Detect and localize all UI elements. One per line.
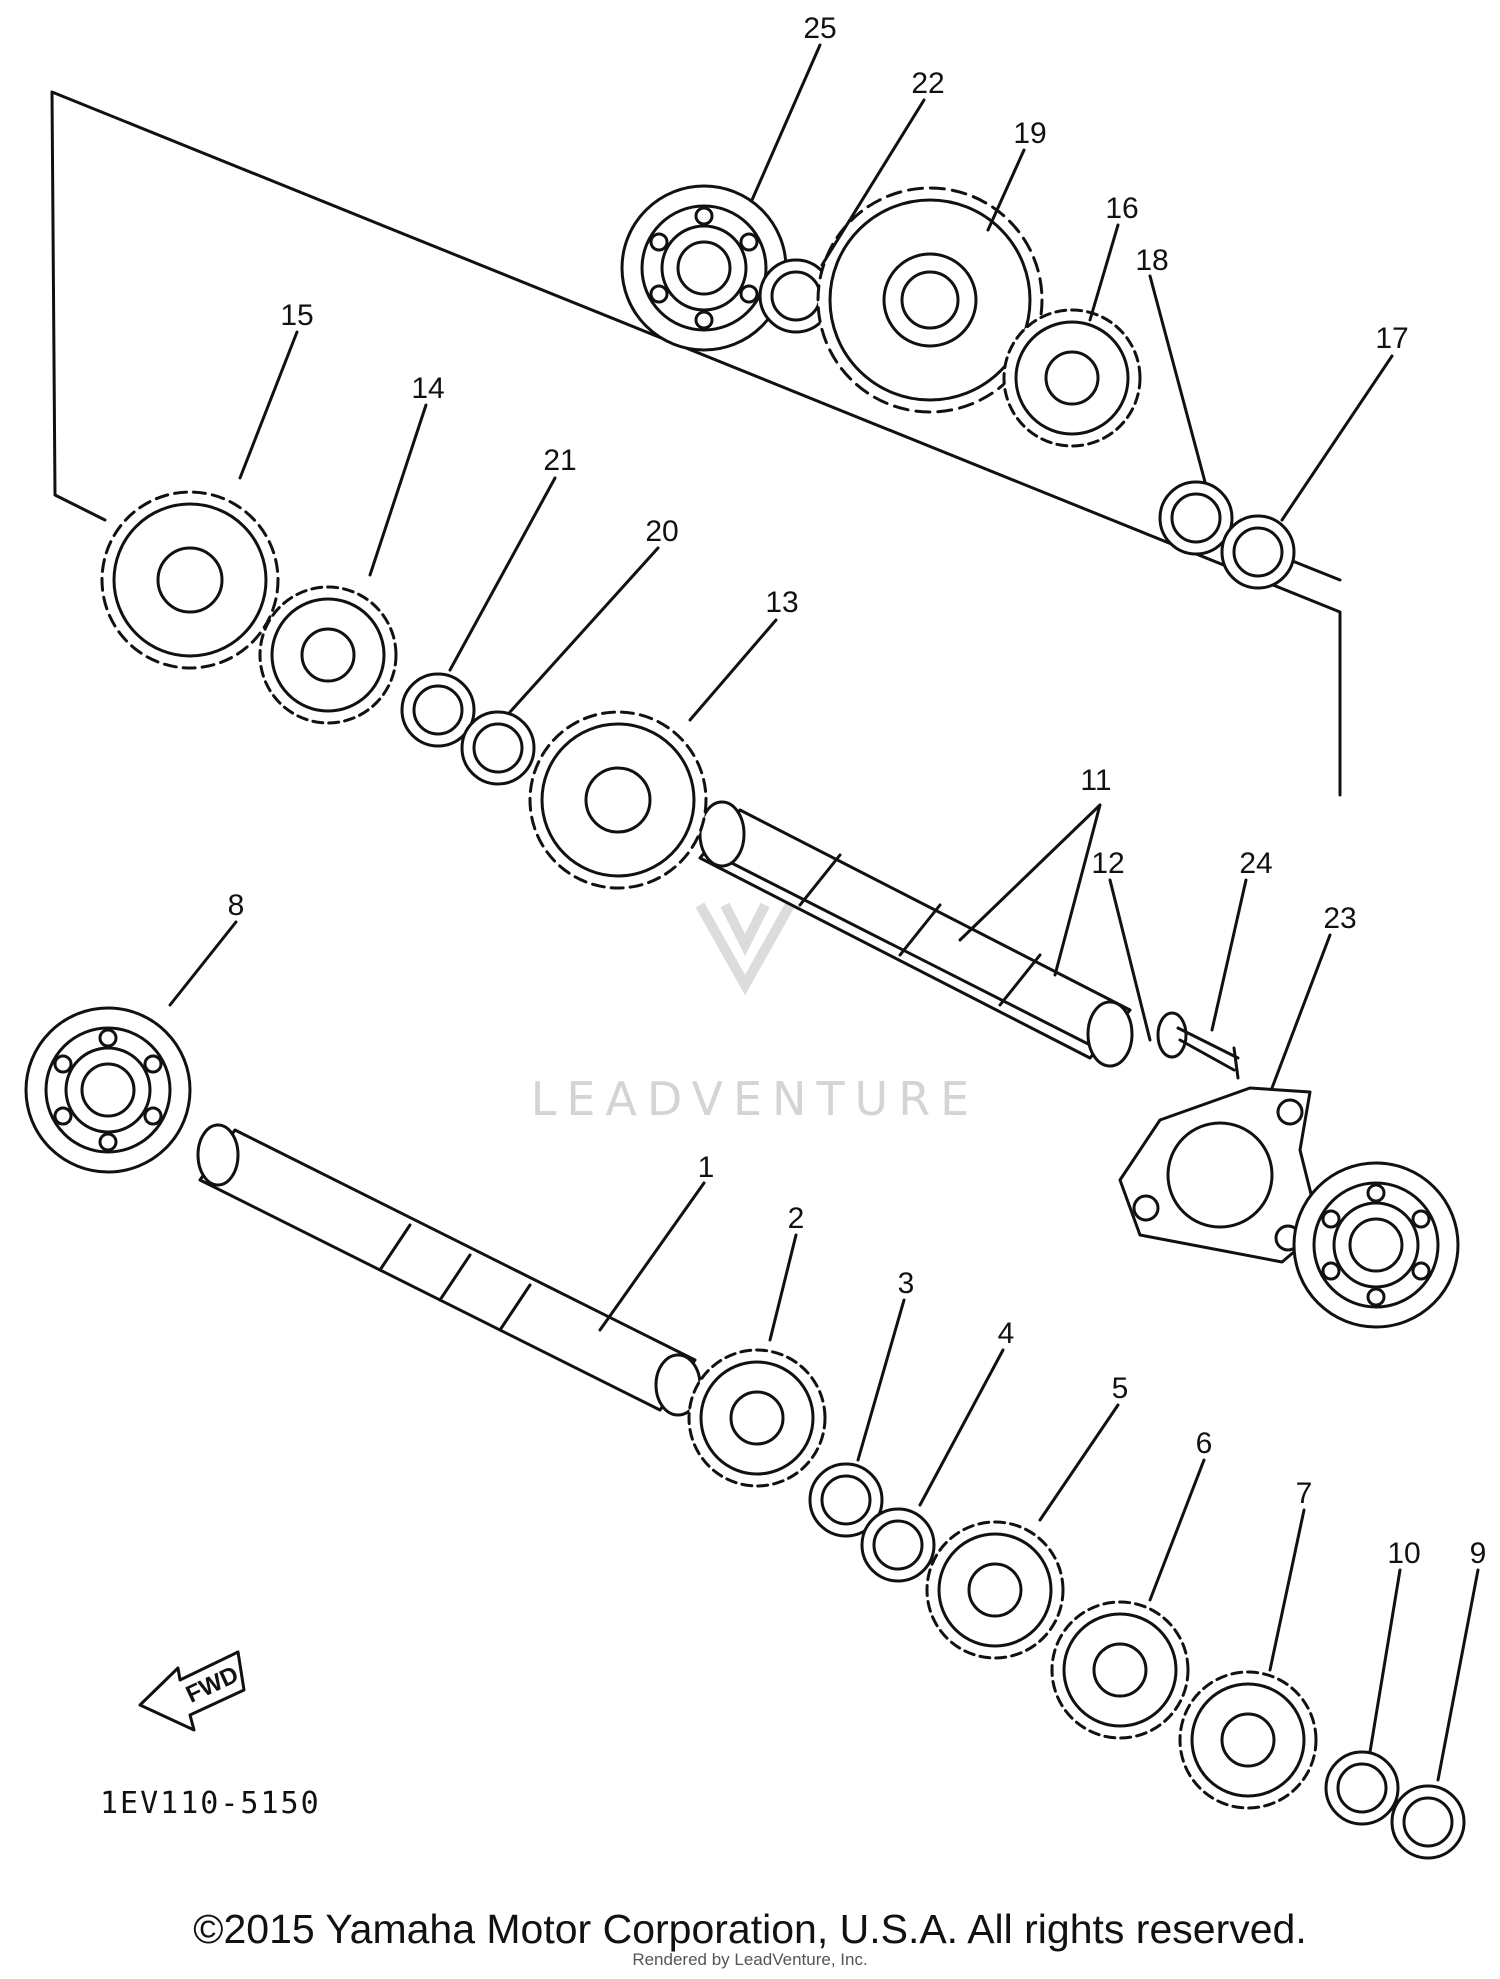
part-14-gear	[258, 585, 398, 725]
part-24-screw	[1156, 1011, 1240, 1080]
part-17-washer	[1220, 514, 1296, 590]
part-7-gear	[1178, 1670, 1318, 1810]
callout-label: 23	[1323, 902, 1356, 935]
callout-label: 6	[1196, 1427, 1213, 1460]
callout-label: 15	[280, 299, 313, 332]
rendered-by-note: Rendered by LeadVenture, Inc.	[632, 1950, 868, 1969]
part-9-oil-seal	[1390, 1784, 1466, 1860]
callout-label: 8	[228, 889, 245, 922]
part-2-gear	[687, 1348, 827, 1488]
callout-label: 11	[1080, 764, 1111, 797]
part-25-bearing	[620, 184, 788, 352]
part-4-washer	[860, 1507, 936, 1583]
part-16-gear	[1002, 308, 1142, 448]
part-6-gear	[1050, 1600, 1190, 1740]
callout-label: 5	[1112, 1372, 1129, 1405]
part-bearing-drive-axle	[1292, 1161, 1460, 1329]
callout-label: 21	[543, 444, 576, 477]
part-20-circlip	[460, 710, 536, 786]
diagram-code: 1EV110-5150	[100, 1786, 321, 1821]
copyright-notice: ©2015 Yamaha Motor Corporation, U.S.A. A…	[193, 1906, 1307, 1952]
callouts: 25 22 19 16 18 17 15 14 21 20 13 11 12 2…	[228, 12, 1487, 1570]
callout-label: 10	[1387, 1537, 1420, 1570]
leader-lines	[168, 43, 1480, 1782]
callout-label: 14	[411, 372, 444, 405]
part-13-gear	[528, 710, 708, 890]
callout-label: 1	[698, 1151, 715, 1184]
callout-label: 13	[765, 586, 798, 619]
callout-label: 20	[645, 515, 678, 548]
callout-label: 18	[1135, 244, 1168, 277]
part-23-bearing-retainer	[1118, 1086, 1322, 1264]
watermark-logo-icon	[695, 902, 795, 996]
part-8-bearing	[24, 1006, 192, 1174]
callout-label: 22	[911, 67, 944, 100]
fwd-arrow: FWD	[138, 1650, 246, 1732]
watermark: LEADVENTURE	[531, 902, 980, 1126]
main-axle-shaft	[196, 1123, 702, 1417]
callout-label: 24	[1239, 847, 1272, 880]
part-18-circlip	[1158, 480, 1234, 556]
part-10-bearing	[1324, 1750, 1400, 1826]
part-15-gear	[100, 490, 280, 670]
watermark-text: LEADVENTURE	[531, 1072, 980, 1126]
callout-label: 12	[1091, 847, 1124, 880]
callout-label: 3	[898, 1267, 915, 1300]
callout-label: 2	[788, 1202, 805, 1235]
callout-label: 9	[1470, 1537, 1487, 1570]
callout-label: 19	[1013, 117, 1046, 150]
callout-label: 7	[1296, 1477, 1313, 1510]
callout-label: 17	[1375, 322, 1408, 355]
drive-axle-shaft	[698, 800, 1134, 1068]
callout-label: 25	[803, 12, 836, 45]
callout-label: 16	[1105, 192, 1138, 225]
callout-label: 4	[998, 1317, 1015, 1350]
fwd-arrow-icon	[138, 1650, 246, 1732]
part-5-gear	[925, 1520, 1065, 1660]
